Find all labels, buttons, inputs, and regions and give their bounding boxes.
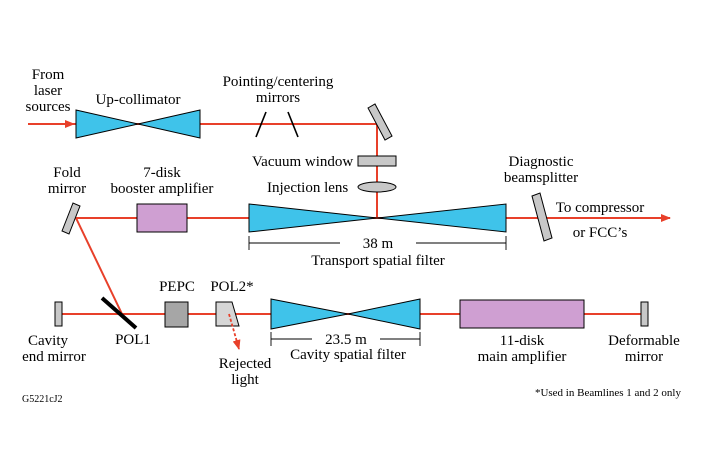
cavity-end-label-1: Cavity xyxy=(28,333,68,349)
cavity-spatial-filter-right xyxy=(347,298,421,330)
injection-lens xyxy=(357,181,397,193)
booster-label-1: 7-disk xyxy=(143,165,181,181)
rejected-light-label-2: light xyxy=(231,372,259,388)
transport-spatial-filter-right xyxy=(376,203,507,233)
pointing-mirror-1 xyxy=(255,111,267,138)
from-laser-label-1: From xyxy=(32,67,65,83)
up-collimator-label: Up-collimator xyxy=(96,92,181,108)
diagnostic-label-2: beamsplitter xyxy=(504,170,578,186)
pointing-mirror-2 xyxy=(287,111,299,138)
to-compressor-label-2: or FCC’s xyxy=(573,225,628,241)
fold-mirror xyxy=(61,202,81,235)
figure-id: G5221cJ2 xyxy=(22,394,63,405)
tsf-dimension-line xyxy=(248,236,507,250)
pol1-polarizer xyxy=(100,296,138,330)
fold-mirror-label-1: Fold xyxy=(53,165,81,181)
diagnostic-beamsplitter xyxy=(531,192,553,242)
cavity-end-label-2: end mirror xyxy=(22,349,86,365)
csf-dimension-line xyxy=(270,332,421,346)
vacuum-window xyxy=(357,155,397,167)
fold-mirror-label-2: mirror xyxy=(48,181,86,197)
transport-spatial-filter-left xyxy=(248,203,378,233)
main-amplifier xyxy=(459,299,585,329)
rejected-light-beam xyxy=(228,313,241,350)
footnote: *Used in Beamlines 1 and 2 only xyxy=(535,387,682,399)
cavity-end-mirror xyxy=(54,301,63,327)
pepc xyxy=(164,301,189,328)
booster-label-2: booster amplifier xyxy=(111,181,214,197)
tsf-length-label: 38 m xyxy=(363,236,394,252)
deformable-mirror xyxy=(640,301,649,327)
pointing-mirrors-label-1: Pointing/centering xyxy=(223,74,334,90)
cavity-spatial-filter-left xyxy=(270,298,349,330)
csf-name-label: Cavity spatial filter xyxy=(290,347,406,363)
pol2-label: POL2* xyxy=(210,279,253,295)
injection-lens-label: Injection lens xyxy=(267,180,348,196)
pepc-label: PEPC xyxy=(159,279,195,295)
vacuum-window-label: Vacuum window xyxy=(252,154,353,170)
csf-length-label: 23.5 m xyxy=(325,332,367,348)
rejected-light-label-1: Rejected xyxy=(219,356,272,372)
from-laser-label-2: laser xyxy=(34,83,62,99)
tsf-name-label: Transport spatial filter xyxy=(311,253,445,269)
up-collimator-output-cone xyxy=(137,109,201,139)
pointing-mirrors-label-2: mirrors xyxy=(256,90,300,106)
turning-mirror xyxy=(367,103,393,141)
up-collimator xyxy=(75,109,139,139)
main-amplifier-label-1: 11-disk xyxy=(500,333,545,349)
diagnostic-label-1: Diagnostic xyxy=(509,154,574,170)
main-amplifier-label-2: main amplifier xyxy=(478,349,567,365)
deformable-mirror-label-2: mirror xyxy=(625,349,663,365)
pol2-polarizer xyxy=(215,301,240,327)
deformable-mirror-label-1: Deformable xyxy=(608,333,680,349)
from-laser-label-3: sources xyxy=(26,99,71,115)
pol1-label: POL1 xyxy=(115,332,151,348)
to-compressor-label-1: To compressor xyxy=(556,200,645,216)
booster-amplifier xyxy=(136,203,188,233)
beam-diagonal xyxy=(75,217,123,315)
